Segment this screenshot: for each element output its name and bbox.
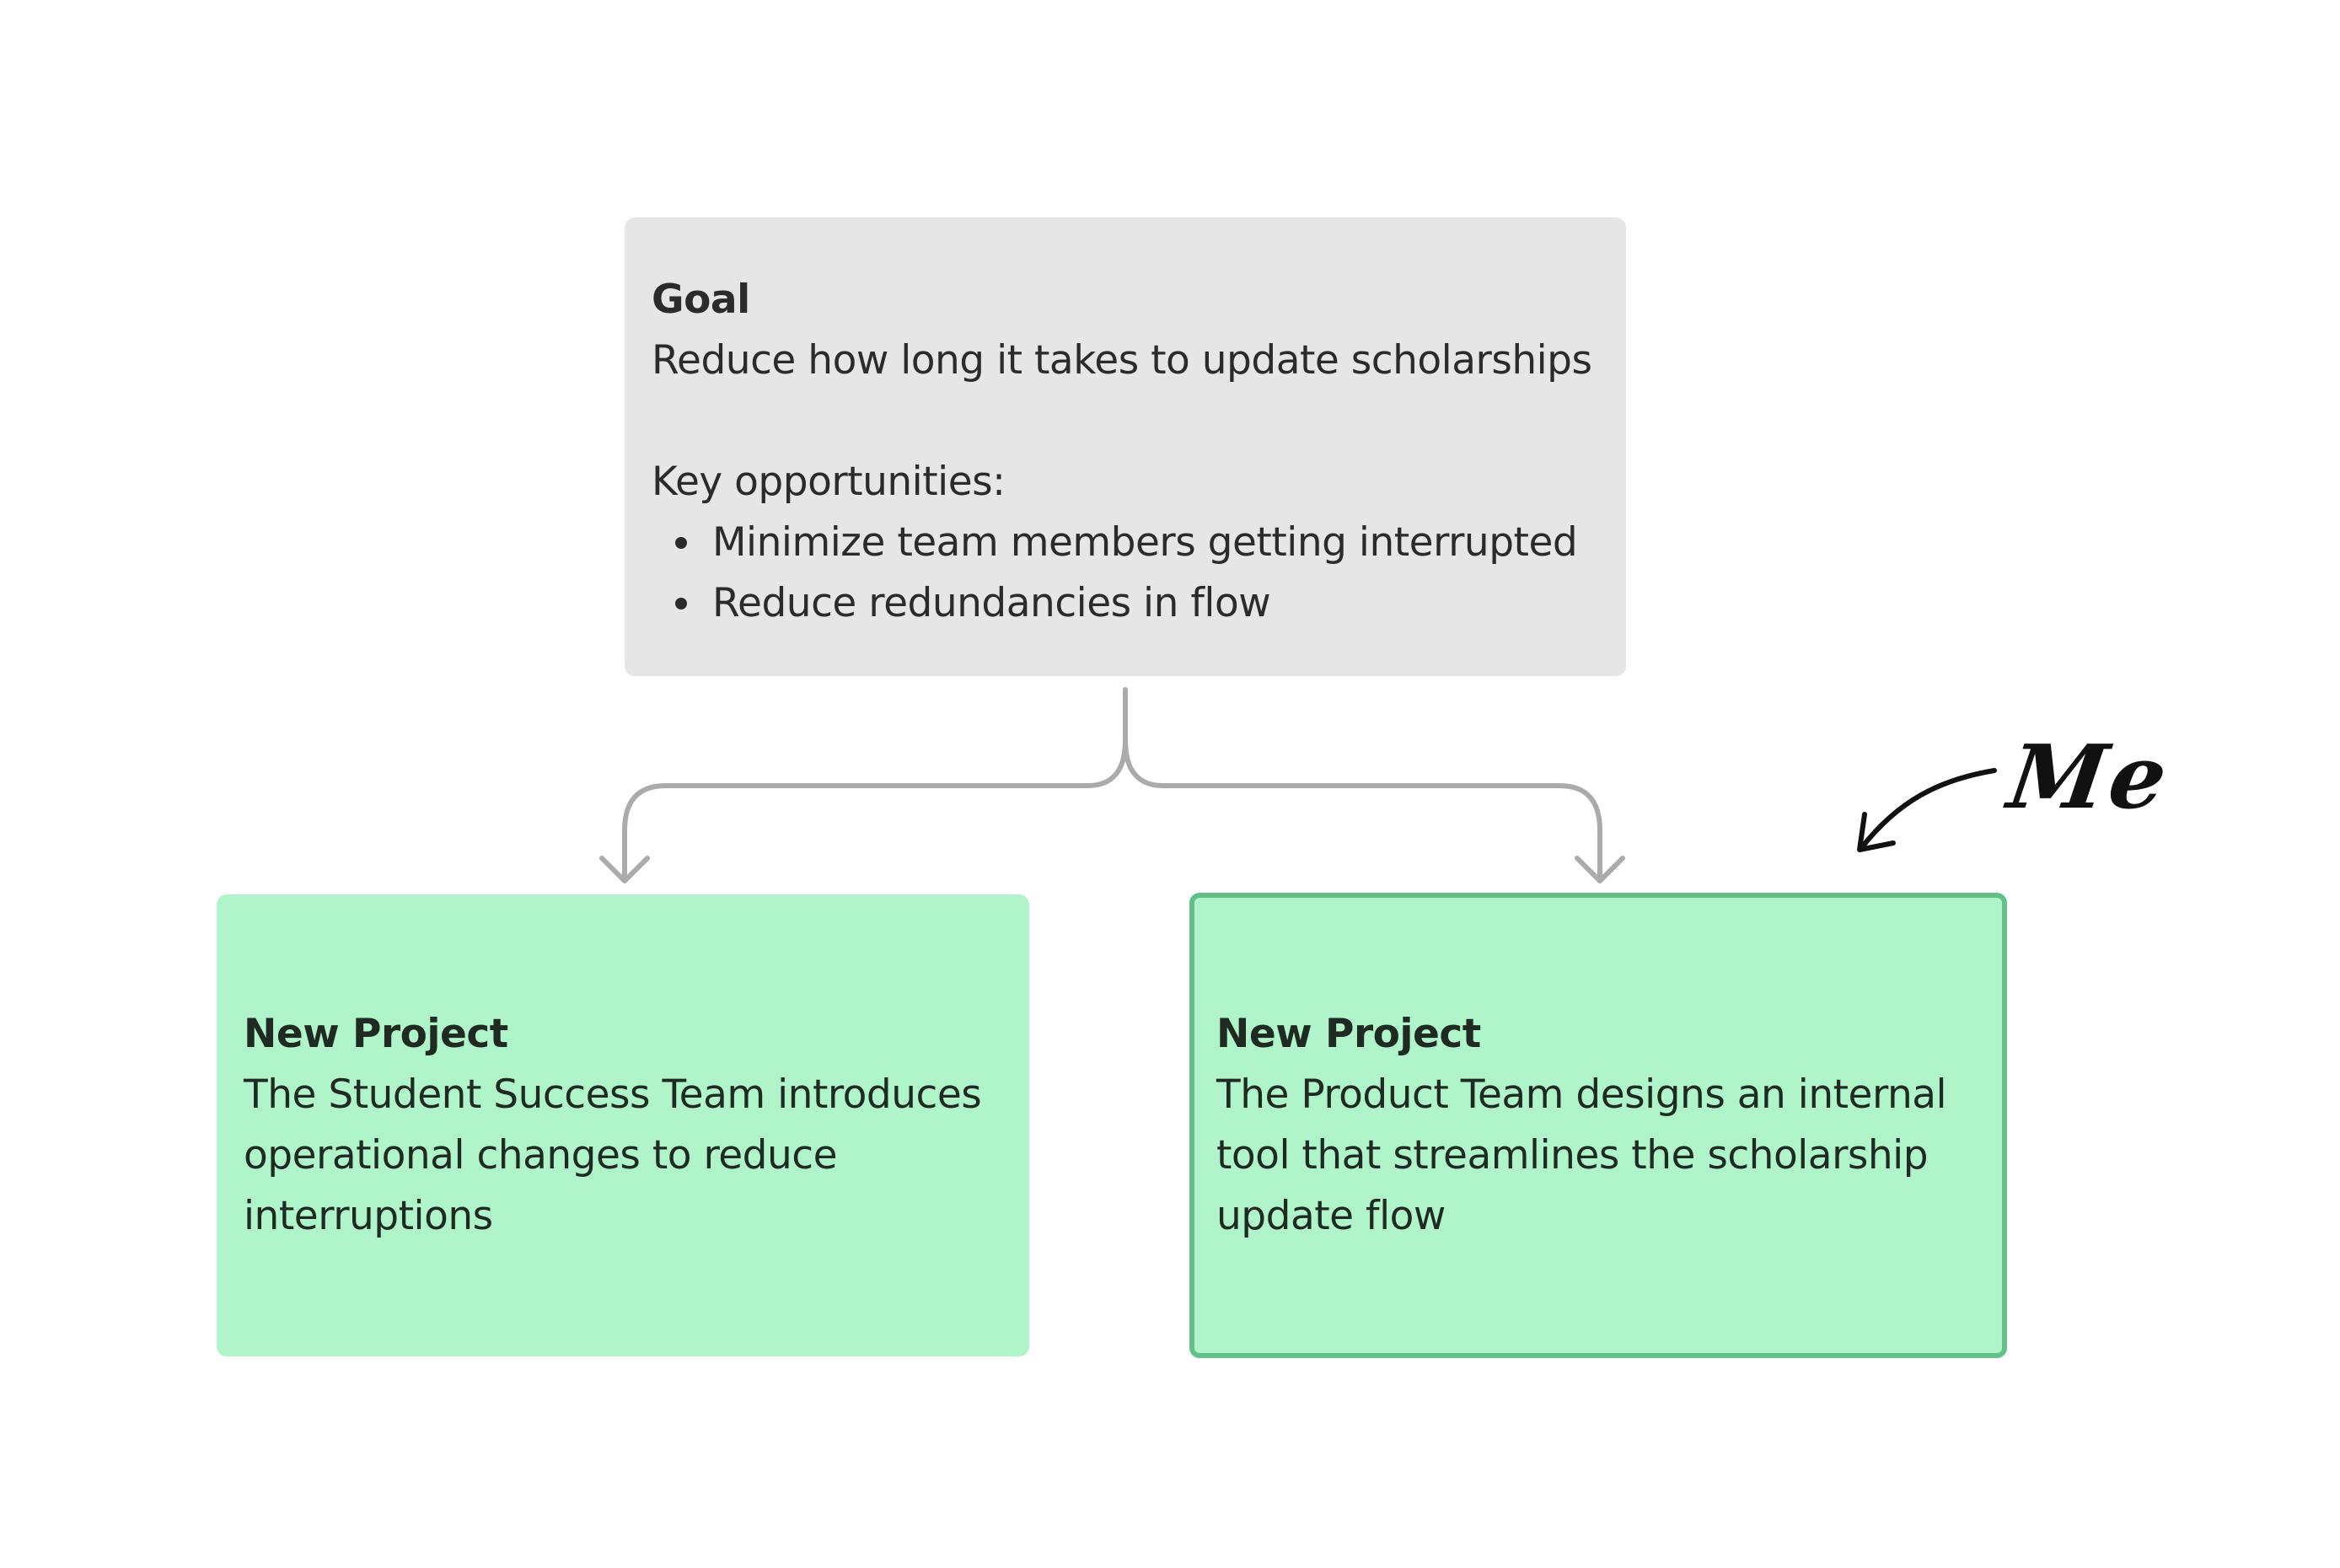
project-card-student-success[interactable]: New Project The Student Success Team int… — [217, 894, 1029, 1356]
connector-trunk — [622, 687, 1128, 883]
opportunities-list: Minimize team members getting interrupte… — [652, 513, 1599, 634]
opportunity-text: Minimize team members getting interrupte… — [712, 519, 1578, 566]
connector-branch-right — [1123, 738, 1602, 883]
me-pointer-arrow-icon — [1859, 768, 1997, 851]
me-annotation: Me — [2002, 725, 2177, 829]
bullet-icon — [675, 598, 687, 609]
bullet-icon — [675, 537, 687, 549]
project-title: New Project — [244, 1011, 508, 1057]
list-item: Minimize team members getting interrupte… — [675, 513, 1599, 573]
goal-spacer — [652, 391, 1599, 452]
project-card-product-team[interactable]: New Project The Product Team designs an … — [1189, 893, 2007, 1358]
opportunities-label: Key opportunities: — [652, 459, 1006, 505]
project-description: The Product Team designs an internal too… — [1216, 1071, 1947, 1239]
arrowhead-right-icon — [1575, 856, 1625, 883]
arrowhead-left-icon — [599, 856, 650, 883]
goal-description: Reduce how long it takes to update schol… — [652, 337, 1592, 384]
opportunity-text: Reduce redundancies in flow — [712, 580, 1271, 626]
project-description: The Student Success Team introduces oper… — [244, 1071, 982, 1239]
goal-card[interactable]: Goal Reduce how long it takes to update … — [625, 217, 1626, 676]
project-title: New Project — [1216, 1011, 1481, 1057]
me-pointer-arrowhead-icon — [1857, 812, 1896, 852]
list-item: Reduce redundancies in flow — [675, 573, 1599, 634]
goal-title: Goal — [652, 277, 750, 323]
